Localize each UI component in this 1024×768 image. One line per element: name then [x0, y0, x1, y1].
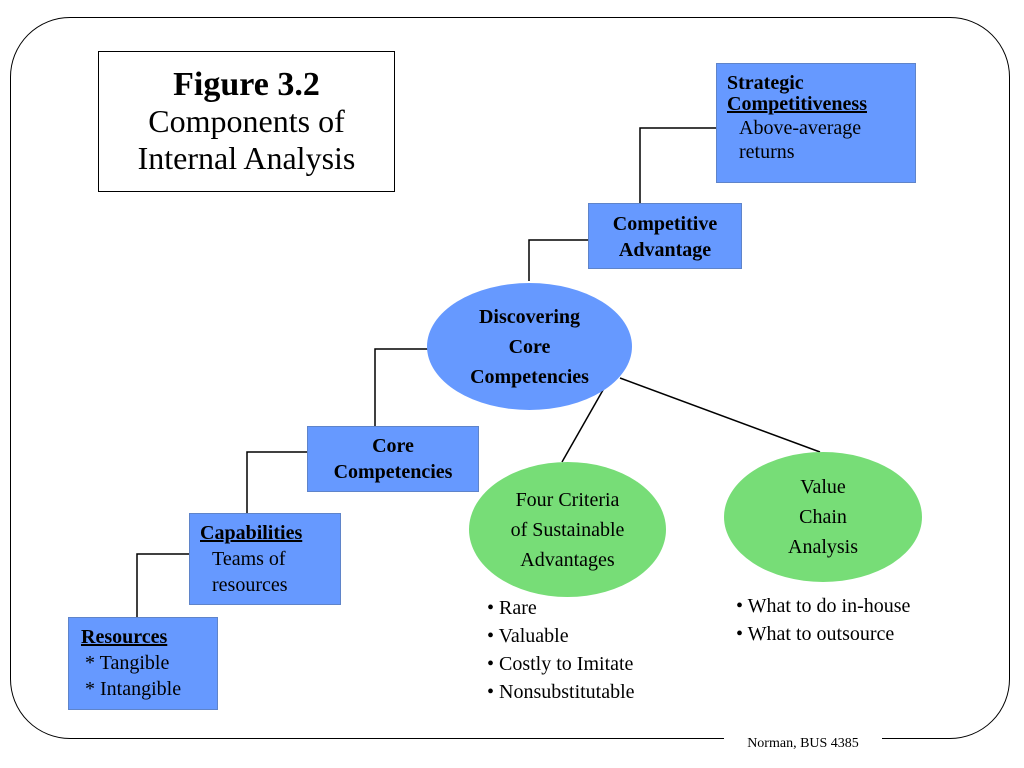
discovering-line-3: Competencies [470, 365, 589, 388]
value-chain-line-2: Chain [799, 506, 847, 528]
value-chain-line-1: Value [800, 476, 846, 498]
resources-line-1: * Tangible [85, 652, 170, 674]
connector-capabilities-core [246, 451, 307, 513]
bullet-item: • Costly to Imitate [487, 653, 634, 675]
bullet-item: • Valuable [487, 625, 569, 647]
discovering-line-1: Discovering [478, 305, 581, 328]
capabilities-line-2: resources [212, 574, 288, 596]
connector-core-discovering [374, 348, 429, 426]
discovering-line-2: Core [508, 335, 551, 358]
connector-discovering-four-criteria [561, 382, 608, 463]
footer-text: Norman, BUS 4385 [747, 736, 859, 751]
core-competencies-line-1: Core [372, 435, 414, 457]
connector-resources-capabilities [136, 553, 189, 617]
connector-discovering-value-chain [619, 377, 821, 453]
value-chain-analysis-ellipse: Value Chain Analysis [724, 452, 922, 582]
four-criteria-line-2: of Sustainable [510, 518, 625, 541]
figure-number: Figure 3.2 [173, 65, 320, 103]
footer-gap [724, 730, 882, 752]
strategic-header-1: Strategic [727, 72, 804, 94]
core-competencies-line-2: Competencies [333, 461, 453, 483]
discovering-core-competencies-ellipse: Discovering Core Competencies [427, 283, 632, 410]
four-criteria-bullet-list: • Rare • Valuable • Costly to Imitate • … [487, 594, 635, 706]
four-criteria-line-3: Advantages [520, 548, 615, 571]
value-chain-bullet-list: • What to do in-house • What to outsourc… [736, 592, 910, 648]
capabilities-box: Capabilities Teams of resources [189, 513, 341, 605]
strategic-header-2: Competitiveness [727, 93, 867, 115]
figure-title-box: Figure 3.2 Components of Internal Analys… [98, 51, 395, 192]
resources-box: Resources * Tangible * Intangible [68, 617, 218, 710]
competitive-advantage-line-1: Competitive [612, 213, 718, 235]
capabilities-line-1: Teams of [212, 548, 286, 570]
figure-title-line-2: Internal Analysis [137, 139, 356, 176]
four-criteria-ellipse: Four Criteria of Sustainable Advantages [469, 462, 666, 597]
bullet-item: • What to outsource [736, 623, 895, 645]
connector-discovering-competitive [528, 239, 588, 281]
bullet-item: • Nonsubstitutable [487, 681, 635, 703]
figure-title-line-1: Components of [148, 102, 345, 139]
competitive-advantage-box: Competitive Advantage [588, 203, 742, 269]
capabilities-header: Capabilities [200, 522, 303, 544]
core-competencies-box: Core Competencies [307, 426, 479, 492]
value-chain-line-3: Analysis [788, 536, 858, 558]
competitive-advantage-line-2: Advantage [618, 239, 712, 261]
four-criteria-line-1: Four Criteria [515, 488, 620, 511]
bullet-item: • Rare [487, 597, 537, 619]
strategic-competitiveness-box: Strategic Competitiveness Above-average … [716, 63, 916, 183]
strategic-line-1: Above-average [739, 117, 862, 139]
strategic-line-2: returns [739, 141, 795, 163]
resources-line-2: * Intangible [85, 678, 182, 700]
bullet-item: • What to do in-house [736, 595, 911, 617]
slide-frame [10, 17, 1010, 739]
connector-competitive-strategic [639, 127, 716, 203]
resources-header: Resources [81, 626, 168, 648]
